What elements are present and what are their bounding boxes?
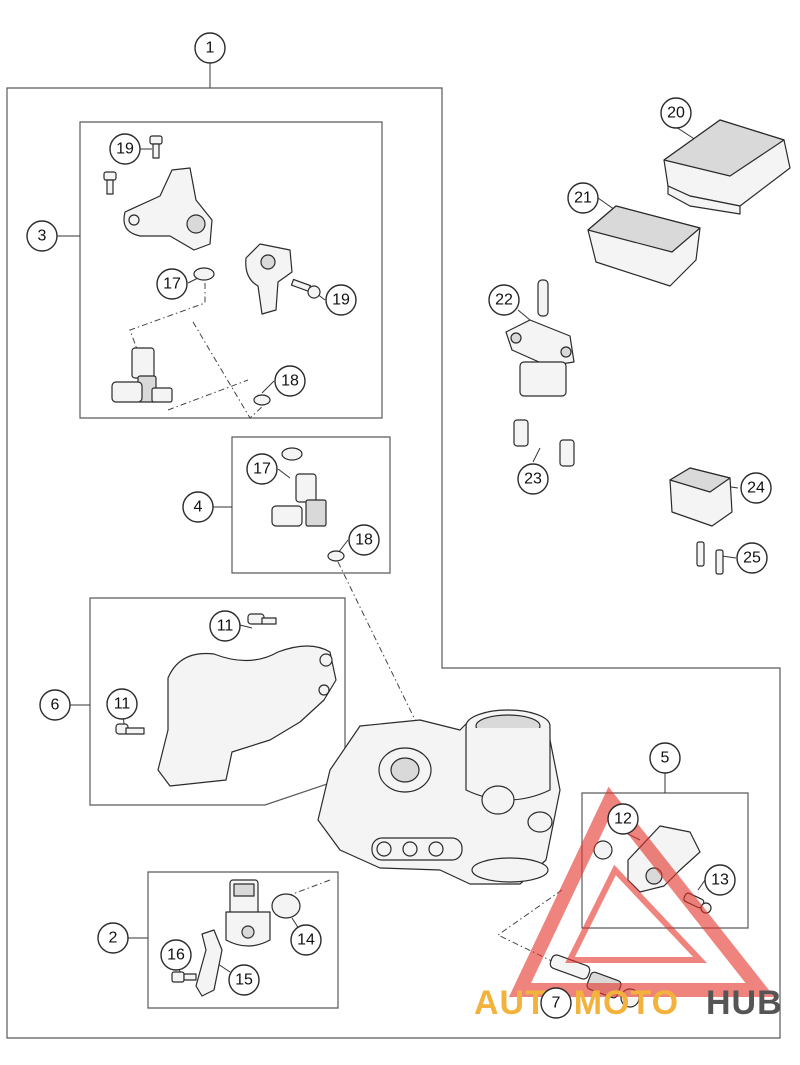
callout-15: 15 xyxy=(228,964,260,996)
callout-2: 2 xyxy=(97,922,129,954)
callout-label: 7 xyxy=(552,995,561,1012)
o-ring-17b xyxy=(281,447,303,461)
throttle-body xyxy=(317,709,561,885)
callout-4: 4 xyxy=(182,491,214,523)
injector-assembly-4 xyxy=(271,447,345,562)
screws-23 xyxy=(513,419,575,467)
callout-3: 3 xyxy=(26,220,58,252)
ecu-21 xyxy=(587,205,701,287)
group-5-box xyxy=(581,792,749,929)
callout-17b: 17 xyxy=(246,453,278,485)
screws-25 xyxy=(696,541,724,575)
bracket-15 xyxy=(195,929,223,997)
screw-16 xyxy=(171,971,197,983)
callout-7: 7 xyxy=(540,987,572,1019)
injector-rail-assembly xyxy=(103,135,321,406)
callout-label: 2 xyxy=(109,930,118,947)
throttle-cover-assembly xyxy=(115,613,337,787)
callout-23: 23 xyxy=(517,463,549,495)
callouts: 1 2 3 4 5 6 7 11 11 12 13 14 15 16 17 17… xyxy=(26,32,772,1019)
callout-label: 19 xyxy=(332,292,350,309)
callout-label: 11 xyxy=(114,696,131,713)
callout-14: 14 xyxy=(290,924,322,956)
callout-label: 17 xyxy=(163,276,181,293)
callout-label: 18 xyxy=(281,373,299,390)
callout-label: 16 xyxy=(167,947,185,964)
watermark-logo xyxy=(508,786,775,997)
callout-22: 22 xyxy=(488,284,520,316)
callout-21: 21 xyxy=(567,182,599,214)
callout-11b: 11 xyxy=(106,688,138,720)
map-sensor-assembly xyxy=(171,879,301,997)
watermark-text: AUTOMOTO HUB xyxy=(474,984,783,1022)
callout-label: 4 xyxy=(194,499,203,516)
group-1-outline xyxy=(6,62,781,1039)
callout-1: 1 xyxy=(194,32,226,64)
callout-18b: 18 xyxy=(348,524,380,556)
callout-19b: 19 xyxy=(325,284,357,316)
o-ring-14 xyxy=(271,893,301,919)
callout-25: 25 xyxy=(736,542,768,574)
callout-label: 18 xyxy=(355,532,373,549)
watermark-brand-left: AUTOMOTO xyxy=(474,984,679,1022)
callout-label: 25 xyxy=(743,550,761,567)
o-ring-18b xyxy=(327,550,345,562)
watermark-brand-right: HUB xyxy=(706,984,783,1022)
o-ring-17a xyxy=(193,267,215,281)
callout-19a: 19 xyxy=(109,133,141,165)
relay-24 xyxy=(669,467,733,527)
callout-16: 16 xyxy=(160,939,192,971)
callout-label: 5 xyxy=(661,750,670,767)
callout-label: 14 xyxy=(297,932,315,949)
ecu-20 xyxy=(663,119,791,215)
hose-connector xyxy=(245,243,293,315)
callout-24: 24 xyxy=(740,472,772,504)
callout-label: 24 xyxy=(747,480,765,497)
callout-label: 21 xyxy=(574,190,592,207)
screw-11b xyxy=(115,723,145,735)
group-2-box xyxy=(147,871,339,1009)
callout-12: 12 xyxy=(607,803,639,835)
screw-11a xyxy=(247,613,277,625)
callout-label: 19 xyxy=(116,141,134,158)
callout-20: 20 xyxy=(660,97,692,129)
bolt-19a xyxy=(149,135,163,159)
callout-label: 3 xyxy=(38,228,47,245)
group-3-box xyxy=(79,121,383,419)
throttle-cover xyxy=(157,645,337,787)
callout-label: 17 xyxy=(253,461,271,478)
callout-label: 11 xyxy=(217,618,234,635)
group-6-box xyxy=(89,597,346,806)
callout-label: 6 xyxy=(51,697,60,714)
bolt-19b xyxy=(103,171,117,195)
callout-6: 6 xyxy=(39,689,71,721)
callout-label: 13 xyxy=(711,872,729,889)
callout-11a: 11 xyxy=(209,610,241,642)
callout-13: 13 xyxy=(704,864,736,896)
injector-rail-bracket xyxy=(123,167,213,251)
fuel-injector-b xyxy=(271,473,327,527)
callout-label: 23 xyxy=(524,471,542,488)
fuel-injector-a xyxy=(111,347,173,403)
group-4-box xyxy=(231,436,391,574)
callout-label: 15 xyxy=(235,972,253,989)
callout-label: 1 xyxy=(206,40,215,57)
sensor-22 xyxy=(505,279,575,397)
callout-5: 5 xyxy=(649,742,681,774)
callout-label: 22 xyxy=(495,292,513,309)
map-sensor xyxy=(225,879,271,947)
callout-17a: 17 xyxy=(156,268,188,300)
callout-18a: 18 xyxy=(274,365,306,397)
callout-label: 12 xyxy=(614,811,632,828)
o-ring-18a xyxy=(253,394,271,406)
callout-label: 20 xyxy=(667,105,685,122)
bolt-19c xyxy=(290,278,321,299)
